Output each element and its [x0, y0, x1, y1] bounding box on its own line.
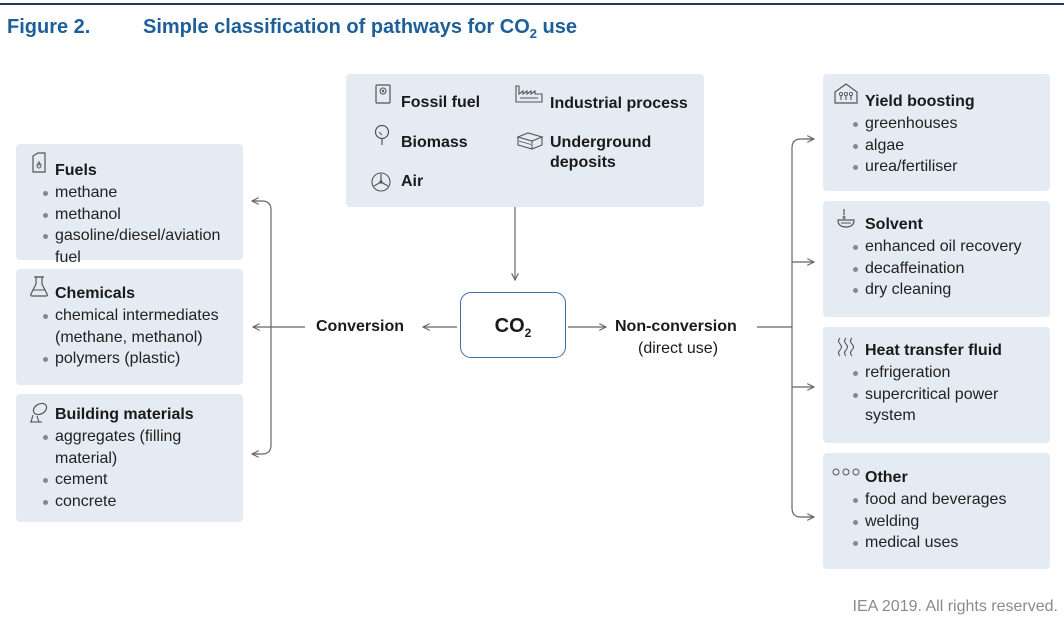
co2-label: CO2 — [461, 315, 565, 340]
dots-icon — [832, 468, 860, 476]
list-item: supercritical power system — [851, 384, 1015, 427]
conversion-bracket — [253, 200, 272, 455]
source-underground-line2: deposits — [550, 154, 616, 171]
solvent-drop-icon — [837, 209, 855, 228]
source-underground-line1: Underground — [550, 134, 652, 151]
co2-sources-box: Fossil fuel Industrial process Biomass U… — [346, 74, 704, 207]
co2-main: CO — [494, 315, 525, 337]
copyright-notice: IEA 2019. All rights reserved. — [852, 598, 1058, 615]
strata-icon — [516, 132, 544, 150]
chemicals-title: Chemicals — [55, 285, 136, 302]
heat-transfer-list: refrigeration supercritical power system — [851, 362, 1015, 427]
other-card: Other food and beverages welding medical… — [823, 453, 1050, 569]
top-rule — [0, 3, 1064, 5]
conversion-label: Conversion — [316, 318, 405, 335]
figure-title: Simple classification of pathways for CO… — [143, 16, 577, 41]
fuels-list: methane methanol gasoline/diesel/aviatio… — [41, 182, 245, 268]
tree-icon — [374, 124, 390, 145]
list-item: aggregates (filling material) — [41, 426, 205, 469]
turbine-icon — [371, 172, 391, 192]
factory-icon — [515, 85, 543, 103]
list-item: welding — [851, 511, 1006, 533]
source-fossil-fuel: Fossil fuel — [401, 94, 481, 111]
heat-waves-icon — [837, 337, 855, 357]
other-title: Other — [865, 469, 908, 486]
list-item: greenhouses — [851, 113, 958, 135]
chemicals-card: Chemicals chemical intermediates (methan… — [16, 269, 243, 385]
nonconversion-bracket — [791, 138, 814, 518]
jerrycan-icon — [32, 152, 46, 173]
list-item: dry cleaning — [851, 279, 1022, 301]
list-item: decaffeination — [851, 258, 1022, 280]
building-materials-list: aggregates (filling material) cement con… — [41, 426, 205, 512]
fuels-card: Fuels methane methanol gasoline/diesel/a… — [16, 144, 243, 266]
source-industrial-process: Industrial process — [550, 95, 688, 112]
flask-icon — [30, 276, 48, 297]
nonconversion-sublabel: (direct use) — [638, 340, 719, 357]
list-item: chemical intermediates (methane, methano… — [41, 305, 245, 348]
co2-subscript: 2 — [524, 326, 532, 340]
mixer-icon — [30, 402, 48, 423]
list-item: gasoline/diesel/aviation fuel — [41, 225, 245, 268]
list-item: algae — [851, 135, 958, 157]
list-item: concrete — [41, 491, 205, 513]
figure-label: Figure 2. — [7, 16, 91, 38]
fuel-can-icon — [375, 84, 391, 104]
fuels-title: Fuels — [55, 162, 97, 179]
heat-transfer-card: Heat transfer fluid refrigeration superc… — [823, 327, 1050, 443]
source-air: Air — [401, 173, 424, 190]
chemicals-list: chemical intermediates (methane, methano… — [41, 305, 245, 370]
solvent-card: Solvent enhanced oil recovery decaffeina… — [823, 201, 1050, 317]
yield-boosting-list: greenhouses algae urea/fertiliser — [851, 113, 958, 178]
title-suffix: use — [537, 16, 578, 38]
list-item: urea/fertiliser — [851, 156, 958, 178]
list-item: cement — [41, 469, 205, 491]
title-subscript: 2 — [529, 26, 537, 41]
solvent-list: enhanced oil recovery decaffeination dry… — [851, 236, 1022, 301]
list-item: enhanced oil recovery — [851, 236, 1022, 258]
solvent-title: Solvent — [865, 216, 923, 233]
list-item: methane — [41, 182, 245, 204]
title-prefix: Simple classification of pathways for CO — [143, 16, 530, 38]
co2-node: CO2 — [460, 292, 566, 358]
list-item: refrigeration — [851, 362, 1015, 384]
yield-boosting-card: Yield boosting greenhouses algae urea/fe… — [823, 74, 1050, 191]
heat-transfer-title: Heat transfer fluid — [865, 342, 1002, 359]
building-materials-title: Building materials — [55, 406, 194, 423]
yield-boosting-title: Yield boosting — [865, 93, 975, 110]
nonconversion-label: Non-conversion — [615, 318, 737, 335]
greenhouse-icon — [834, 83, 858, 104]
list-item: food and beverages — [851, 489, 1006, 511]
source-biomass: Biomass — [401, 134, 468, 151]
other-list: food and beverages welding medical uses — [851, 489, 1006, 554]
list-item: medical uses — [851, 532, 1006, 554]
building-materials-card: Building materials aggregates (filling m… — [16, 394, 243, 522]
list-item: polymers (plastic) — [41, 348, 245, 370]
list-item: methanol — [41, 204, 245, 226]
